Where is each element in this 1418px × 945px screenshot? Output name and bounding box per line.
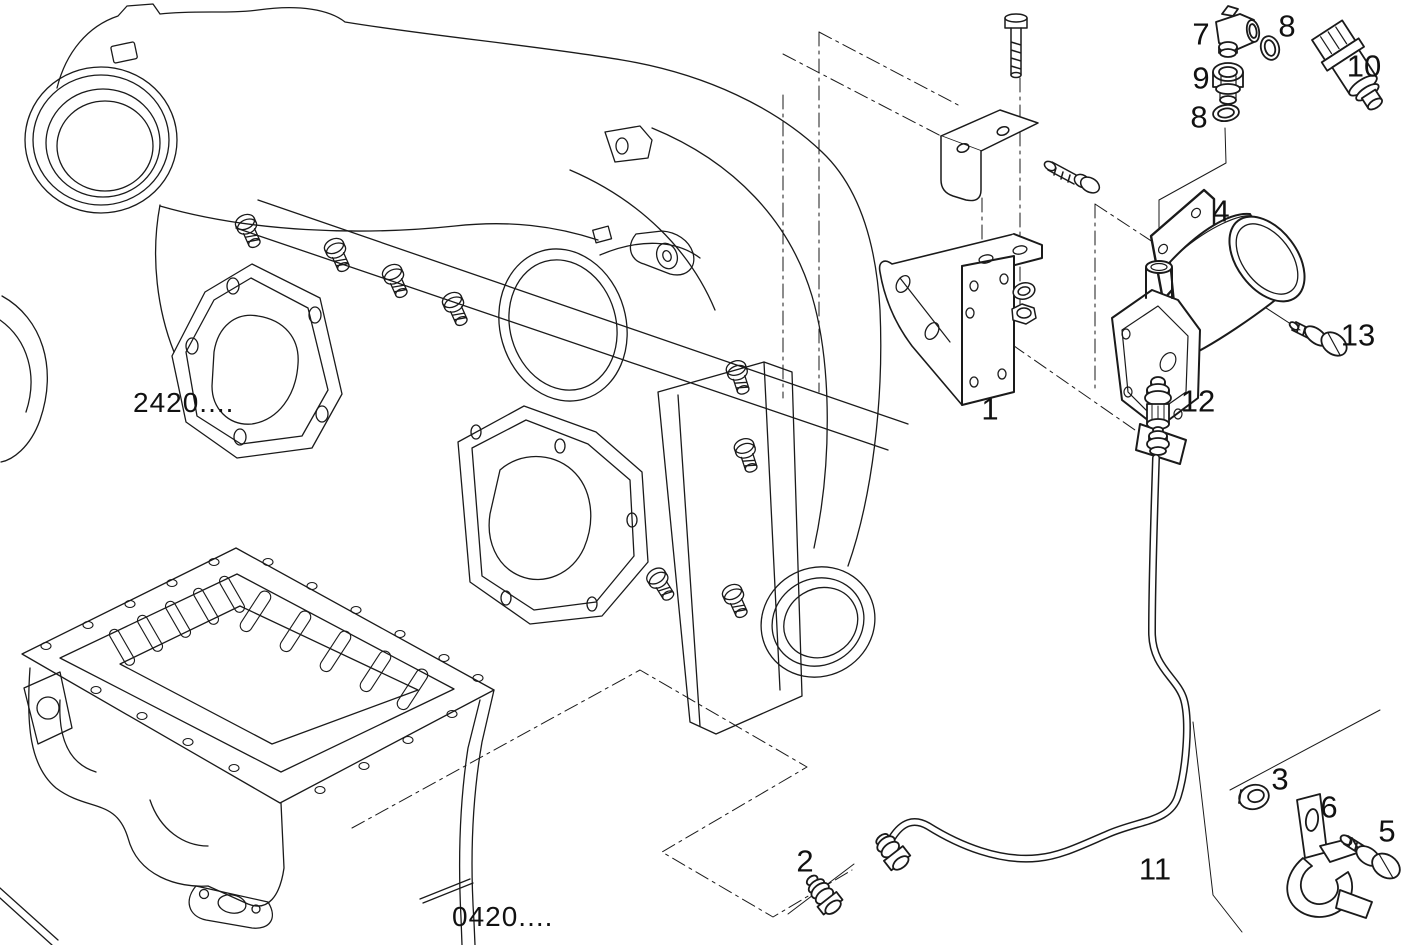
bushing-3-drawing bbox=[1238, 783, 1270, 811]
engine-block-drawing bbox=[171, 125, 909, 735]
bolt-vertical-drawing bbox=[1004, 13, 1028, 79]
callout-2[interactable]: 2 bbox=[796, 843, 814, 879]
callout-6[interactable]: 6 bbox=[1320, 789, 1338, 825]
reference-upper[interactable]: 2420.... bbox=[133, 387, 235, 418]
seal-ring-8-drawing bbox=[1259, 35, 1281, 61]
mounting-bracket-drawing bbox=[878, 233, 1043, 406]
washer-8-drawing bbox=[1212, 103, 1240, 123]
callout-8a[interactable]: 8 bbox=[1278, 8, 1296, 44]
upper-angle-bracket-drawing bbox=[940, 109, 1039, 202]
clamp-6-drawing bbox=[1286, 793, 1373, 919]
bolt-13-drawing bbox=[1288, 321, 1348, 357]
callout-1[interactable]: 1 bbox=[981, 391, 999, 427]
callout-9[interactable]: 9 bbox=[1192, 60, 1210, 96]
damper-canister-drawing bbox=[1111, 188, 1306, 465]
bolt-angled-drawing bbox=[1043, 160, 1101, 194]
center-lines bbox=[351, 31, 1381, 933]
callout-7[interactable]: 7 bbox=[1192, 16, 1210, 52]
callout-8b[interactable]: 8 bbox=[1190, 99, 1208, 135]
callout-12[interactable]: 12 bbox=[1180, 383, 1216, 419]
intake-duct-drawing bbox=[0, 3, 882, 678]
callout-5[interactable]: 5 bbox=[1378, 813, 1396, 849]
callout-10[interactable]: 10 bbox=[1346, 48, 1382, 84]
union-9-drawing bbox=[1212, 62, 1244, 105]
fuel-pipe-drawing bbox=[875, 426, 1191, 872]
callout-3[interactable]: 3 bbox=[1271, 761, 1289, 797]
fitting-12-drawing bbox=[1144, 376, 1172, 430]
callout-13[interactable]: 13 bbox=[1340, 317, 1376, 353]
callout-11[interactable]: 11 bbox=[1138, 851, 1172, 887]
fitting-2-drawing bbox=[805, 874, 844, 916]
sensor-10-drawing bbox=[1311, 19, 1383, 111]
bolt-5-drawing bbox=[1339, 834, 1401, 880]
callout-4[interactable]: 4 bbox=[1212, 193, 1230, 229]
reference-lower[interactable]: 0420.... bbox=[452, 901, 554, 932]
washer-and-nut-drawing bbox=[1011, 282, 1037, 325]
elbow-fitting-7-drawing bbox=[1215, 5, 1261, 58]
oil-pan-drawing bbox=[0, 547, 495, 945]
